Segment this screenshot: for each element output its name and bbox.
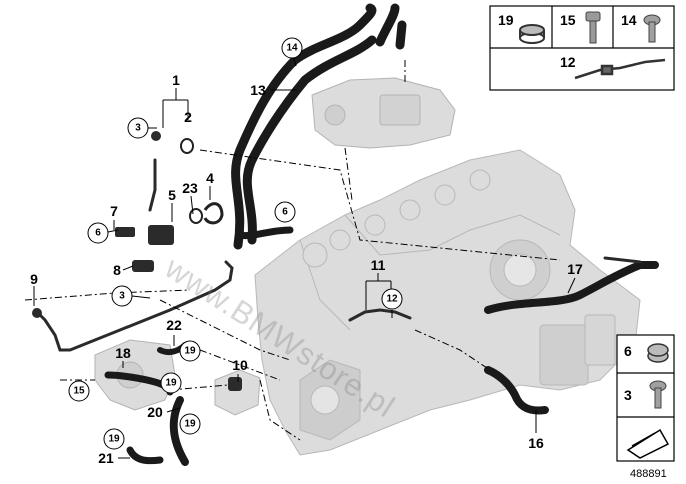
legend-number-3: 3 <box>624 387 632 403</box>
callout-21: 21 <box>98 450 114 466</box>
circled-callout-6: 6 <box>87 222 109 244</box>
callout-1: 1 <box>172 72 180 88</box>
callout-2: 2 <box>184 109 192 125</box>
thermostat-housing <box>311 77 456 149</box>
document-id: 488891 <box>630 468 667 480</box>
legend-number-6: 6 <box>624 343 632 359</box>
legend-number-19: 19 <box>498 12 514 28</box>
callout-20: 20 <box>147 404 163 420</box>
hoses <box>104 3 659 466</box>
bolt-icon <box>585 11 601 44</box>
circled-callout-3: 3 <box>111 285 133 307</box>
callout-9: 9 <box>30 271 38 287</box>
clamp-icon <box>519 24 545 44</box>
circled-callout-14: 14 <box>281 37 303 59</box>
circled-callout-19: 19 <box>179 413 201 435</box>
circled-callout-6: 6 <box>274 201 296 223</box>
callout-17: 17 <box>567 261 583 277</box>
callout-4: 4 <box>206 170 214 186</box>
legend-number-14: 14 <box>621 12 637 28</box>
circled-callout-3: 3 <box>127 117 149 139</box>
legend-number-12: 12 <box>560 54 576 70</box>
callout-16: 16 <box>528 435 544 451</box>
legend-number-15: 15 <box>560 12 576 28</box>
arrow-icon <box>626 428 670 459</box>
hose-clamp-icon <box>647 343 669 363</box>
circled-callout-19: 19 <box>179 340 201 362</box>
callout-10: 10 <box>232 357 248 373</box>
callout-5: 5 <box>168 187 176 203</box>
callout-13: 13 <box>250 82 266 98</box>
circled-callout-15: 15 <box>68 380 90 402</box>
callout-23: 23 <box>182 180 198 196</box>
callout-8: 8 <box>113 262 121 278</box>
circled-callout-19: 19 <box>103 428 125 450</box>
screw-icon <box>643 14 661 43</box>
callout-22: 22 <box>166 317 182 333</box>
cable-tie-icon <box>574 58 666 80</box>
circled-callout-19: 19 <box>160 372 182 394</box>
engine-block <box>254 149 641 456</box>
socket-bolt-icon <box>649 380 667 409</box>
callout-18: 18 <box>115 345 131 361</box>
o-rings <box>180 138 224 225</box>
circled-callout-12: 12 <box>381 288 403 310</box>
leader-lines <box>33 51 576 459</box>
coolant-pipes <box>33 158 642 352</box>
callout-7: 7 <box>110 203 118 219</box>
callout-11: 11 <box>370 257 386 273</box>
